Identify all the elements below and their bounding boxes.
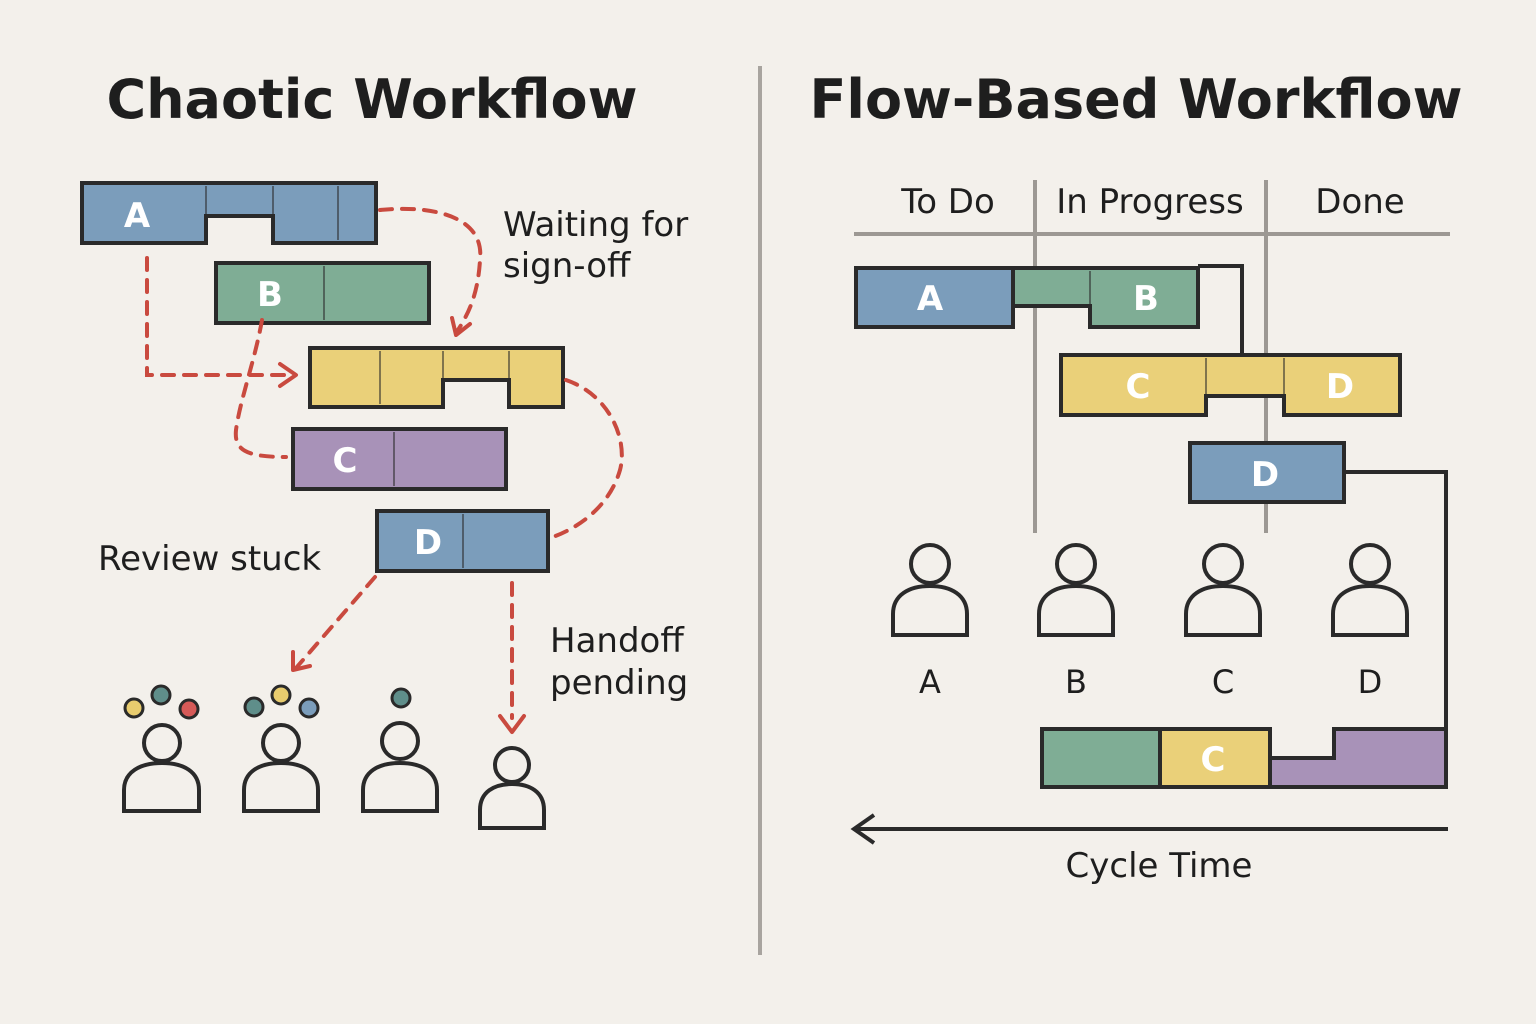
note-handoff-pending-1: Handoff (550, 621, 685, 661)
note-handoff-pending-2: pending (550, 663, 688, 703)
flow-based-workflow-title: Flow-Based Workflow (810, 68, 1463, 131)
flow-person-d: D (1331, 543, 1409, 701)
chaotic-task-a: A (80, 181, 378, 245)
flow-bottom-task-bar: C (1040, 727, 1448, 789)
flow-task-c-label: C (1126, 367, 1151, 407)
column-header-done: Done (1315, 182, 1404, 222)
chaotic-task-b-label: B (257, 275, 283, 315)
chaotic-task-c: C (291, 427, 508, 491)
dashed-arrow-b-to-c (233, 318, 288, 459)
note-review-stuck: Review stuck (98, 539, 321, 579)
flow-bottom-task-c-label: C (1201, 740, 1226, 780)
flow-person-a: A (891, 543, 969, 701)
column-header-to-do: To Do (900, 182, 995, 222)
flow-task-a-b: A B (854, 266, 1200, 329)
chaotic-task-d-label: D (414, 523, 442, 563)
chaotic-person-3 (361, 687, 439, 813)
chaotic-task-d: D (375, 509, 550, 573)
flow-task-b-label: B (1133, 279, 1159, 319)
dashed-arrow-a-to-yellow (145, 256, 294, 377)
flow-task-d2-label: D (1251, 455, 1279, 495)
flow-person-b-label: B (1065, 663, 1087, 701)
chaotic-dashed-arrows (145, 206, 624, 734)
note-waiting-for-sign-off-2: sign-off (503, 246, 632, 286)
flow-task-d: D (1188, 441, 1346, 504)
cycle-time-arrow (850, 813, 1448, 845)
flow-task-d-label: D (1326, 367, 1354, 407)
dashed-arrow-a-loop (378, 206, 483, 335)
cycle-time-label: Cycle Time (1066, 846, 1253, 886)
dashed-arrow-yellow-to-d (548, 378, 624, 540)
flow-connectors (1198, 264, 1448, 787)
chaotic-task-b: B (214, 261, 431, 325)
chaotic-person-4 (478, 746, 546, 830)
flow-person-d-label: D (1358, 663, 1383, 701)
chaotic-task-c-label: C (333, 441, 358, 481)
chaotic-person-2 (242, 684, 320, 813)
note-waiting-for-sign-off-1: Waiting for (503, 205, 688, 245)
flow-person-c-label: C (1212, 663, 1234, 701)
column-header-in-progress: In Progress (1056, 182, 1243, 222)
dashed-arrow-d-to-people (294, 575, 377, 670)
chaotic-task-a-label: A (124, 196, 151, 236)
flow-task-c-d: C D (1059, 353, 1402, 417)
flow-person-a-label: A (919, 663, 941, 701)
chaotic-person-1 (122, 684, 201, 813)
flow-person-b: B (1037, 543, 1115, 701)
flow-task-a-label: A (917, 279, 944, 319)
chaotic-workflow-title: Chaotic Workflow (106, 68, 637, 131)
flow-person-c: C (1184, 543, 1262, 701)
chaotic-yellow-task (308, 346, 565, 409)
